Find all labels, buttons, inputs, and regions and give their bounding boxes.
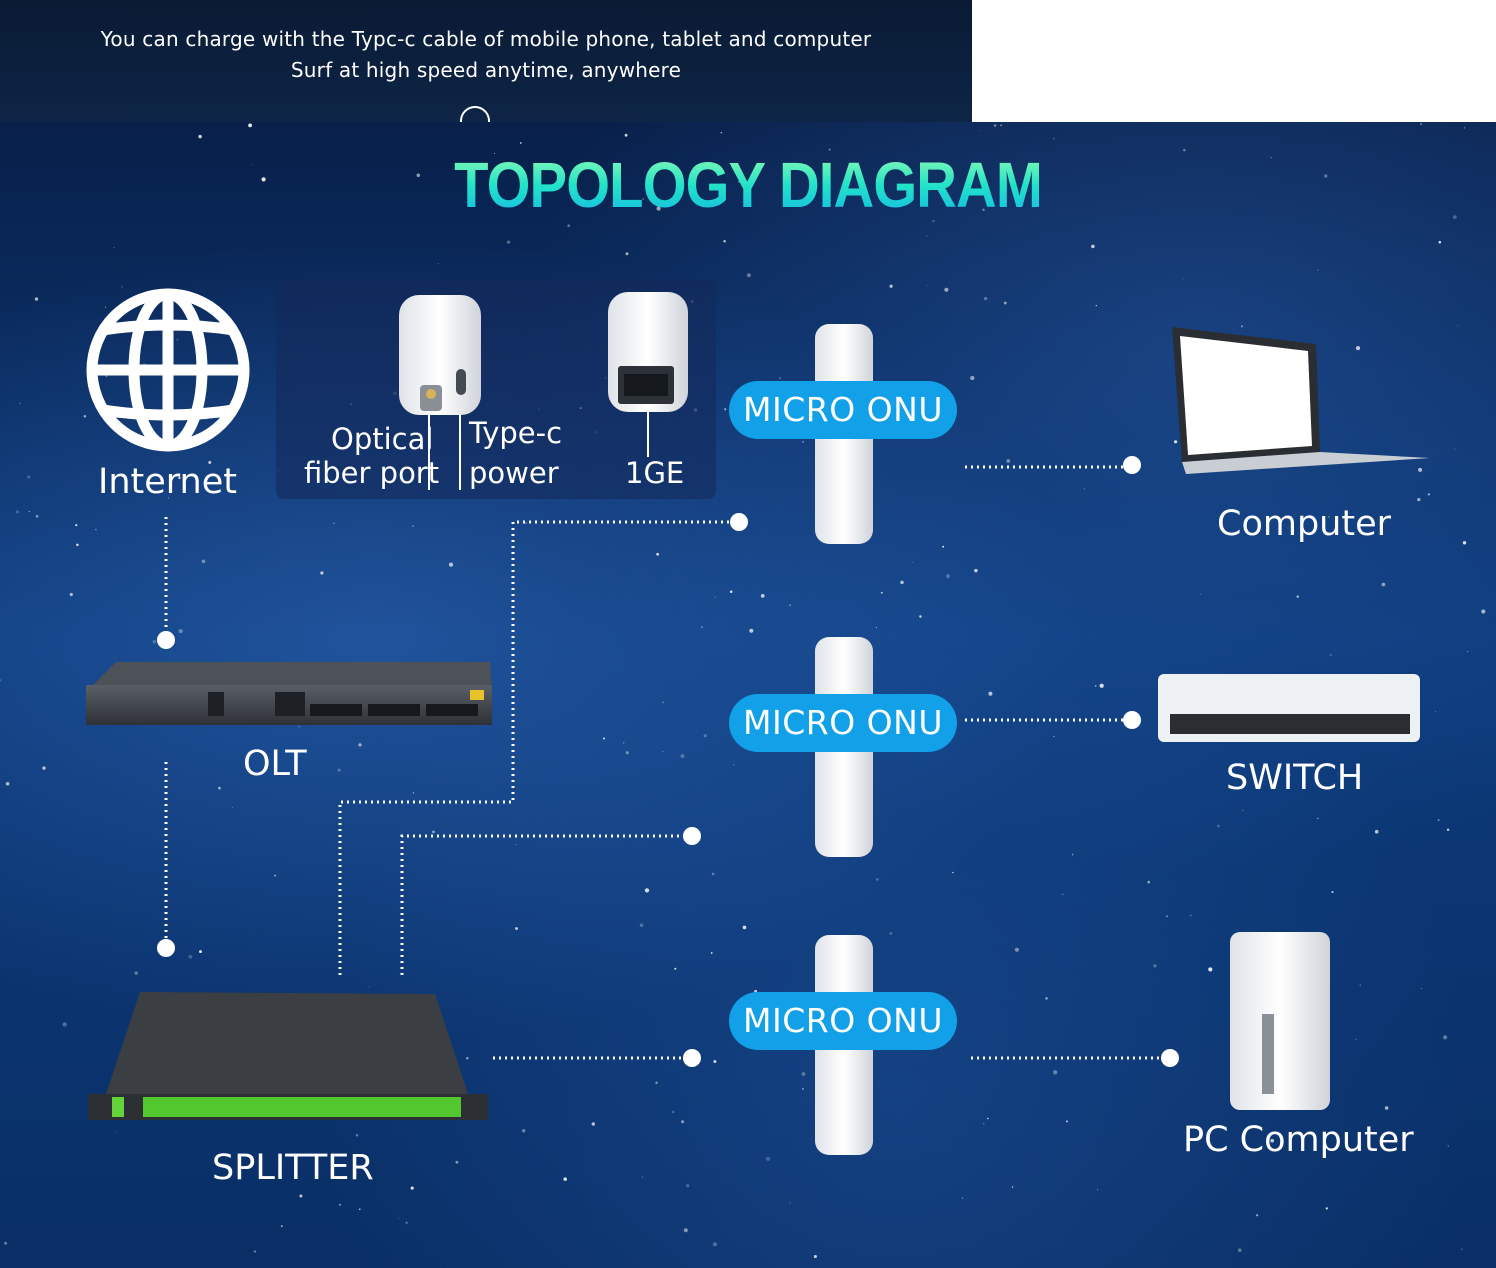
connector-dots (157, 456, 1179, 1067)
switch-label: SWITCH (1226, 758, 1364, 798)
pc-computer-label: PC Computer (1183, 1120, 1414, 1160)
internet-label: Internet (98, 462, 237, 502)
olt-device (86, 662, 492, 725)
connector-lines (164, 465, 1168, 1060)
top-banner: You can charge with the Typc-c cable of … (0, 0, 972, 122)
globe-icon (86, 288, 250, 452)
onu-ethernet-device (608, 292, 688, 412)
typec-label-line1: Type-c (469, 416, 563, 450)
optical-label-line2: fiber port (304, 456, 440, 490)
diagram-title: TOPOLOGY DIAGRAM (90, 148, 1406, 222)
banner-line-1: You can charge with the Typc-c cable of … (100, 27, 872, 51)
ge-label: 1GE (625, 456, 685, 490)
optical-label-line1: Optical (331, 422, 434, 456)
banner-line-2: Surf at high speed anytime, anywhere (290, 58, 682, 82)
computer-label: Computer (1217, 504, 1391, 544)
micro-onu-badge-3: MICRO ONU (729, 992, 957, 1050)
connector-splitter-onu2 (400, 834, 688, 975)
laptop-icon (1172, 327, 1430, 474)
splitter-device (88, 992, 488, 1120)
connector-splitter-onu1 (338, 520, 735, 975)
typec-label-line2: power (469, 456, 559, 490)
diagram-graphics (86, 288, 1430, 1155)
circle-arrow-icon[interactable] (460, 106, 490, 122)
micro-onu-badge-2: MICRO ONU (729, 694, 957, 752)
pc-tower-device (1230, 932, 1330, 1110)
olt-label: OLT (243, 744, 307, 784)
onu-fiber-typec-device (399, 295, 481, 415)
topology-diagram: TOPOLOGY DIAGRAM (0, 122, 1496, 1268)
switch-device (1158, 674, 1420, 742)
splitter-label: SPLITTER (212, 1148, 374, 1188)
micro-onu-badge-1: MICRO ONU (729, 381, 957, 439)
